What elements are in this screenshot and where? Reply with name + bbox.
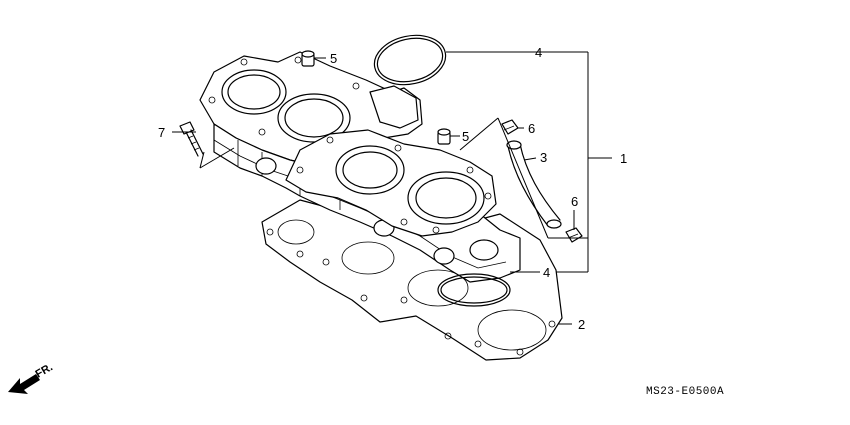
callout-6-bottom: 6 [571,194,578,209]
cylinder-block [199,51,521,283]
front-direction-label: FR. [34,361,55,380]
dowel-pin-mid [437,128,451,145]
o-ring-bottom [437,273,511,307]
callout-3: 3 [540,150,547,165]
hose-clip-bottom [565,227,583,243]
callout-1: 1 [620,151,627,166]
callout-4-top: 4 [535,45,542,60]
diagram-code: MS23-E0500A [646,386,724,398]
callout-5-top: 5 [330,51,337,66]
front-direction-arrow-icon [8,374,40,394]
callout-5-mid: 5 [462,129,469,144]
callout-4-bottom: 4 [543,265,550,280]
callout-2: 2 [578,317,585,332]
hose-clip-top [501,119,519,135]
leader-lines [172,51,612,325]
flange-bolt [179,121,204,157]
water-hose [506,140,562,229]
callout-6-top: 6 [528,121,535,136]
callout-7: 7 [158,125,165,140]
o-ring-top [373,34,447,86]
dowel-pin-top [301,50,315,67]
